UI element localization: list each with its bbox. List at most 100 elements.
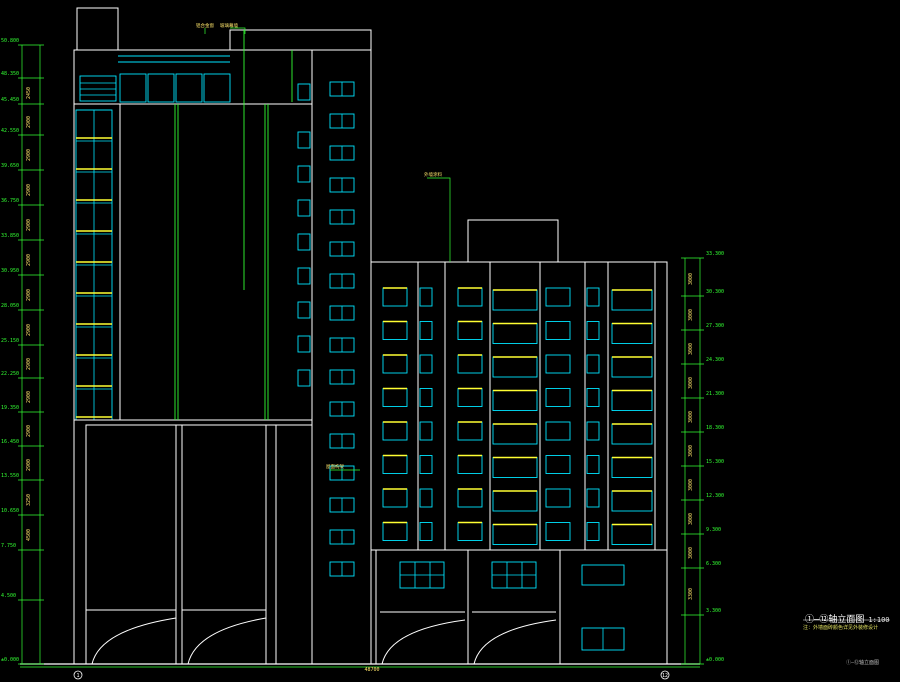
block-window — [457, 354, 483, 374]
roof-window — [175, 73, 203, 103]
side-window — [297, 199, 311, 217]
floor-height-label: 2900 — [26, 357, 32, 370]
rain-pipes — [174, 30, 293, 420]
right-dimension-ticks — [681, 257, 704, 665]
roof-window — [147, 73, 175, 103]
balcony-window — [492, 423, 538, 445]
elevation-label: 45.450 — [1, 97, 20, 103]
block-window — [457, 287, 483, 307]
floor-height-label: 2900 — [26, 218, 32, 231]
balcony-window — [611, 356, 653, 378]
balcony-window — [492, 390, 538, 411]
block-window-narrow — [419, 388, 433, 407]
lower-block — [370, 219, 668, 665]
floor-height-label: 3000 — [688, 376, 694, 389]
block-window-narrow — [586, 354, 600, 374]
block-window — [545, 287, 571, 307]
floor-height-label: 2900 — [26, 115, 32, 128]
balcony-window — [611, 323, 653, 344]
block-window-narrow — [586, 455, 600, 474]
side-window — [297, 165, 311, 183]
elevation-label: 25.150 — [1, 338, 20, 344]
elevation-label: 42.550 — [1, 128, 20, 134]
block-ground-windows — [399, 561, 625, 651]
block-window-narrow — [419, 354, 433, 374]
side-window — [297, 233, 311, 251]
elevation-label: ±0.000 — [1, 657, 20, 663]
axis-label-left: 1 — [76, 673, 79, 679]
block-window — [457, 488, 483, 508]
leader-note-3: 外墙涂料 — [424, 171, 442, 178]
leader-note-2: 玻璃幕墙 — [220, 22, 238, 29]
balcony-window — [611, 457, 653, 478]
block-window — [382, 354, 408, 374]
elevation-label: 16.450 — [1, 439, 20, 445]
block-window — [382, 488, 408, 508]
elevation-label: 24.300 — [706, 357, 725, 363]
block-window — [457, 455, 483, 474]
floor-height-label: 3000 — [688, 342, 694, 355]
balcony-window — [492, 323, 538, 344]
balcony-window — [611, 490, 653, 512]
elevation-label: 9.300 — [706, 527, 722, 533]
floor-height-label: 2900 — [26, 183, 32, 196]
roof-windows — [79, 73, 231, 103]
block-window-narrow — [419, 488, 433, 508]
elevation-label: 12.300 — [706, 493, 725, 499]
floor-height-label: 3000 — [688, 478, 694, 491]
elevation-label: ±0.000 — [706, 657, 725, 663]
floor-height-label: 3000 — [688, 546, 694, 559]
floor-height-label: 3000 — [688, 444, 694, 457]
block-window — [382, 287, 408, 307]
block-window-narrow — [419, 421, 433, 441]
balcony-window — [492, 289, 538, 311]
tall-tower — [73, 7, 372, 665]
left-dimension-chain — [21, 45, 41, 664]
tower-right-windows — [329, 81, 355, 577]
block-window — [457, 522, 483, 541]
elevation-label: 13.550 — [1, 473, 20, 479]
block-window — [382, 455, 408, 474]
floor-height-label: 2900 — [26, 458, 32, 471]
block-window-narrow — [419, 321, 433, 340]
block-window — [545, 455, 571, 474]
block-window — [545, 388, 571, 407]
corner-label: ①—⑫轴立面图 — [846, 660, 880, 666]
roof-window — [203, 73, 231, 103]
roof-window — [79, 75, 117, 102]
podium — [74, 419, 312, 665]
axis-marker-left — [73, 670, 83, 680]
elevation-label: 6.300 — [706, 561, 722, 567]
floor-height-label: 3000 — [688, 272, 694, 285]
balcony-window — [611, 390, 653, 411]
side-window — [297, 369, 311, 387]
elevation-label: 4.500 — [1, 593, 17, 599]
floor-height-label: 2900 — [26, 148, 32, 161]
block-window — [545, 522, 571, 541]
block-window — [382, 522, 408, 541]
elevation-label: 15.300 — [706, 459, 725, 465]
block-window-narrow — [419, 287, 433, 307]
floor-height-label: 3000 — [688, 308, 694, 321]
floor-height-label: 2900 — [26, 424, 32, 437]
floor-height-label: 3000 — [688, 410, 694, 423]
floor-height-label: 4500 — [26, 528, 32, 541]
balcony-window — [611, 289, 653, 311]
elevation-label: 18.300 — [706, 425, 725, 431]
elevation-label: 36.750 — [1, 198, 20, 204]
elevation-label: 33.300 — [706, 251, 725, 257]
elevation-label: 33.850 — [1, 233, 20, 239]
block-window — [545, 354, 571, 374]
block-window-narrow — [419, 522, 433, 541]
elevation-label: 21.300 — [706, 391, 725, 397]
block-window — [545, 321, 571, 340]
elevation-label: 30.950 — [1, 268, 20, 274]
right-dimension-chain — [684, 258, 701, 664]
leader-note-4: 屋面构架 — [326, 463, 344, 470]
block-window-narrow — [586, 522, 600, 541]
side-window — [297, 131, 311, 149]
floor-height-label: 3250 — [26, 493, 32, 506]
elevation-label: 48.350 — [1, 71, 20, 77]
